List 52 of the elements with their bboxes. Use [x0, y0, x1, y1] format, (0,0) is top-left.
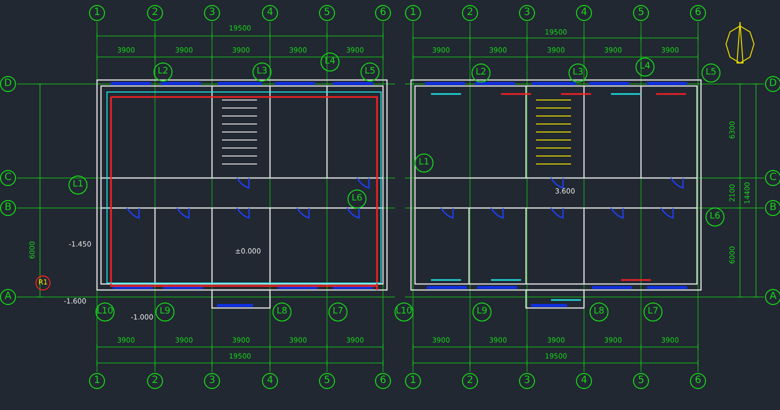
axis-bubble: 4 — [262, 373, 278, 389]
axis-bubble: 1 — [89, 5, 105, 21]
callout-label: L6 — [706, 208, 724, 226]
axis-bubble: 4 — [576, 373, 592, 389]
callout-label: L2 — [154, 62, 172, 82]
axis-bubble: 3 — [204, 5, 220, 21]
axis-bubble: 4 — [262, 5, 278, 21]
callout-label: L5 — [360, 62, 380, 82]
axis-bubble: 5 — [319, 373, 335, 389]
axis-bubble: 5 — [633, 373, 649, 389]
axis-bubble: 2 — [462, 5, 478, 21]
callout-label: L5 — [702, 64, 720, 82]
axis-bubble: 6 — [690, 373, 706, 389]
callout-label: L8 — [272, 302, 292, 322]
axis-bubble: 2 — [147, 373, 163, 389]
callout-label: L3 — [568, 64, 588, 82]
axis-bubble: 5 — [633, 5, 649, 21]
axis-bubble: D — [765, 76, 780, 92]
callout-label: L3 — [252, 62, 272, 82]
axis-bubble: A — [765, 289, 780, 305]
callout-label: L9 — [156, 302, 174, 322]
callout-label: L7 — [644, 302, 662, 322]
axis-bubble: 2 — [462, 373, 478, 389]
axis-bubble: 4 — [576, 5, 592, 21]
callout-label: L4 — [320, 52, 340, 72]
callout-label: L1 — [68, 176, 88, 194]
callout-label: L8 — [590, 302, 608, 322]
axis-bubble: B — [765, 200, 780, 216]
callout-label: L10 — [96, 302, 114, 322]
callout-label: L10 — [394, 302, 414, 322]
callout-label: L9 — [472, 302, 492, 322]
axis-bubble: 6 — [690, 5, 706, 21]
axis-bubble: D — [0, 76, 16, 92]
axis-bubble: A — [0, 289, 16, 305]
axis-bubble: 5 — [319, 5, 335, 21]
axis-bubble: 1 — [405, 5, 421, 21]
callout-label: L1 — [414, 154, 434, 172]
axis-bubble: 6 — [375, 373, 391, 389]
axis-bubble: C — [765, 170, 780, 186]
axis-bubble: C — [0, 170, 16, 186]
axis-bubble: B — [0, 200, 16, 216]
axis-bubble: 1 — [405, 373, 421, 389]
callout-label: L4 — [636, 58, 654, 76]
axis-bubble: 3 — [204, 373, 220, 389]
axis-bubble: 3 — [519, 5, 535, 21]
callout-label: L7 — [328, 302, 348, 322]
callout-label: L2 — [472, 64, 490, 82]
axis-bubble: 2 — [147, 5, 163, 21]
axis-bubble: 1 — [89, 373, 105, 389]
callout-label: L6 — [348, 190, 366, 208]
axis-bubble: 6 — [375, 5, 391, 21]
axis-bubble: 3 — [519, 373, 535, 389]
